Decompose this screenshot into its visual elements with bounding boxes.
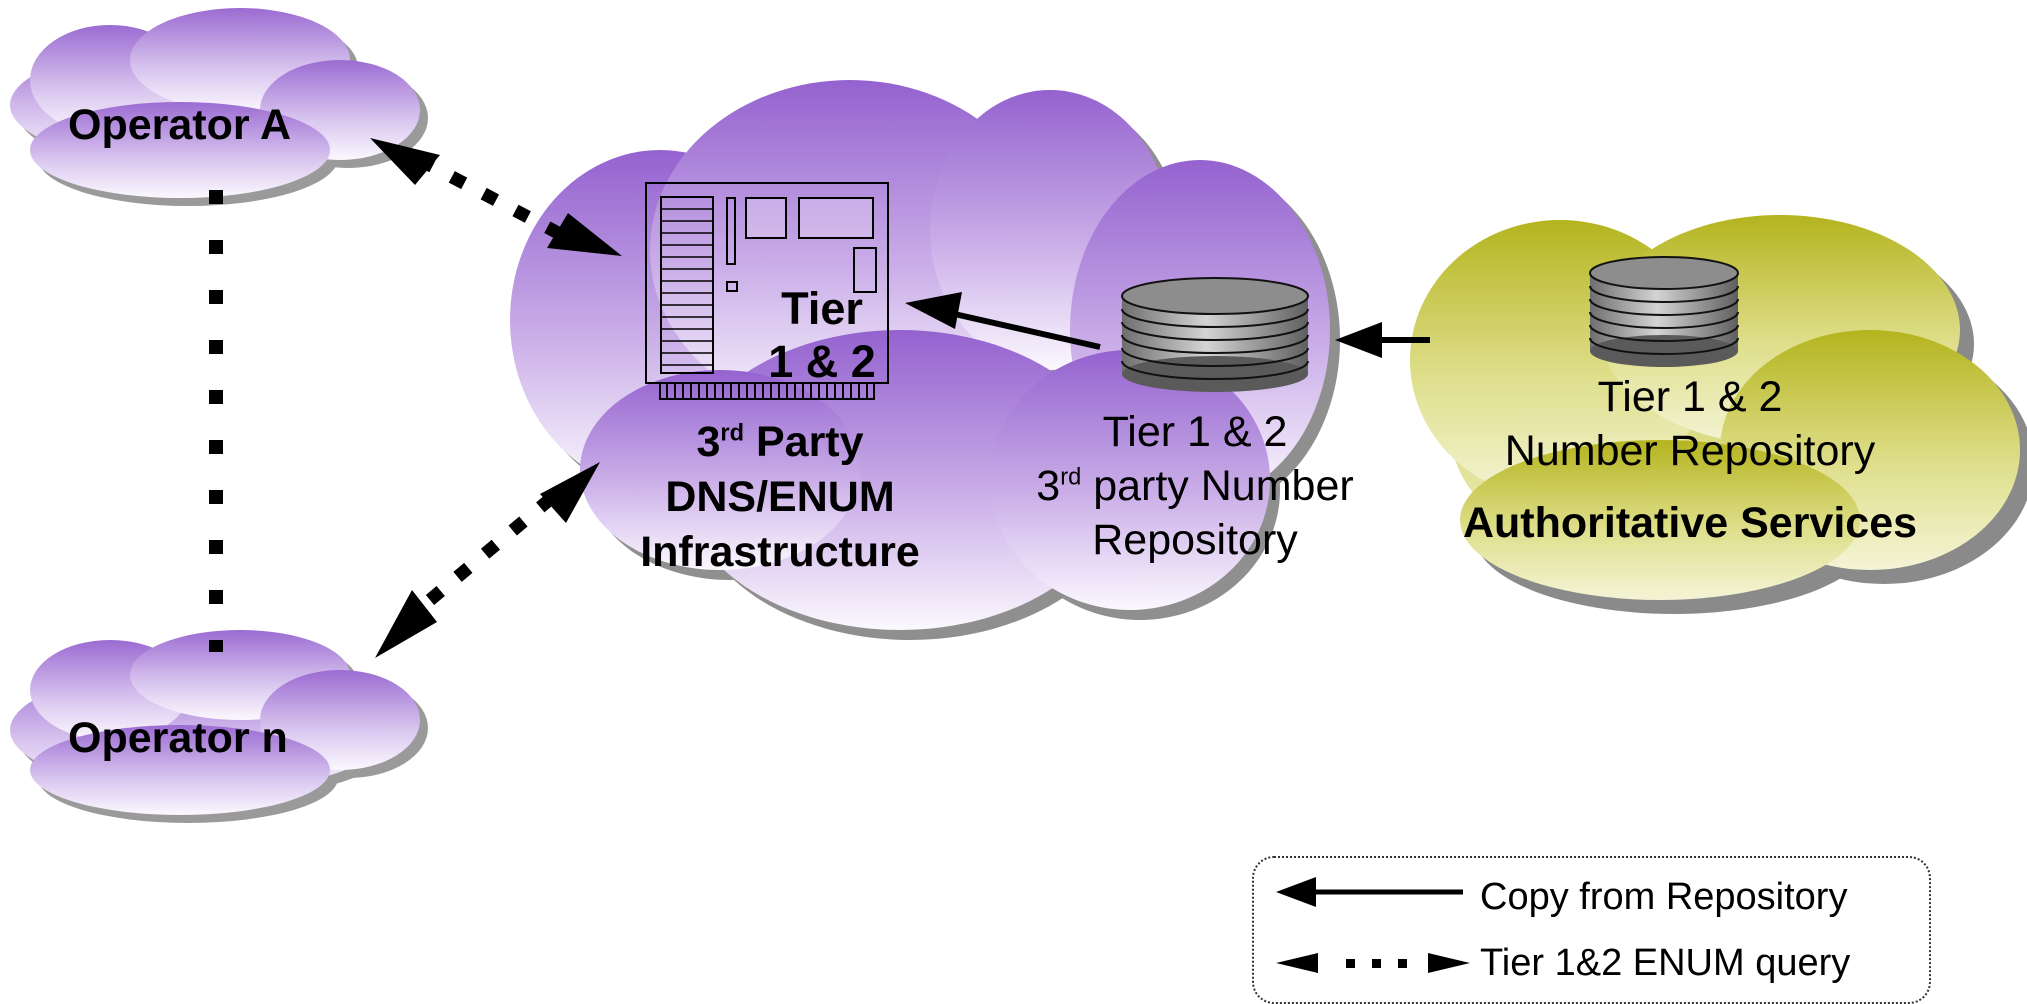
- authoritative-repository-disk-icon: [1589, 256, 1739, 367]
- operator-link-dotted: [209, 190, 223, 652]
- infrastructure-line2: DNS/ENUM: [665, 473, 895, 521]
- authoritative-repository-label: Tier 1 & 2 Number Repository: [1440, 370, 1940, 478]
- operator-n-cloud: [10, 630, 428, 823]
- server-tier-line1: Tier: [781, 283, 863, 334]
- third-party-repository-disk-icon: [1121, 277, 1309, 392]
- copy-arrow-auth-to-repo: [1335, 322, 1430, 358]
- third-party-cloud: [510, 80, 1340, 640]
- legend-item-copy-label: Copy from Repository: [1480, 876, 1848, 918]
- authoritative-services-title: Authoritative Services: [1462, 499, 1918, 547]
- third-party-repository-line1: Tier 1 & 2: [1102, 408, 1288, 456]
- third-party-repository-line2: 3rd party Number: [1036, 462, 1354, 510]
- operator-n-label: Operator n: [68, 714, 288, 762]
- authoritative-line1: Tier 1 & 2: [1597, 373, 1783, 421]
- third-party-repository-label: Tier 1 & 2 3rd party Number Repository: [1005, 405, 1385, 567]
- legend-solid-arrow-icon: [1276, 877, 1463, 907]
- server-board-icon: [645, 182, 889, 400]
- operator-a-cloud: [10, 8, 428, 206]
- infrastructure-line3: Infrastructure: [640, 528, 920, 576]
- authoritative-line2: Number Repository: [1504, 427, 1876, 475]
- copy-arrow-repo-to-infra: [905, 292, 1101, 350]
- legend-dotted-double-arrow-icon: [1276, 953, 1470, 973]
- infrastructure-label: 3rd Party DNS/ENUM Infrastructure: [615, 415, 945, 580]
- legend: [1252, 856, 1931, 1004]
- operator-a-label: Operator A: [68, 101, 291, 149]
- enum-query-arrow-operator-n: [375, 462, 600, 658]
- legend-item-query-label: Tier 1&2 ENUM query: [1480, 942, 1851, 984]
- server-tier-line2: 1 & 2: [768, 336, 876, 387]
- server-tier-label: Tier 1 & 2: [752, 282, 892, 388]
- enum-query-arrow-operator-a: [370, 138, 622, 256]
- infrastructure-line1: 3rd Party: [696, 418, 864, 466]
- authoritative-cloud: [1410, 215, 2027, 614]
- third-party-repository-line3: Repository: [1092, 516, 1298, 564]
